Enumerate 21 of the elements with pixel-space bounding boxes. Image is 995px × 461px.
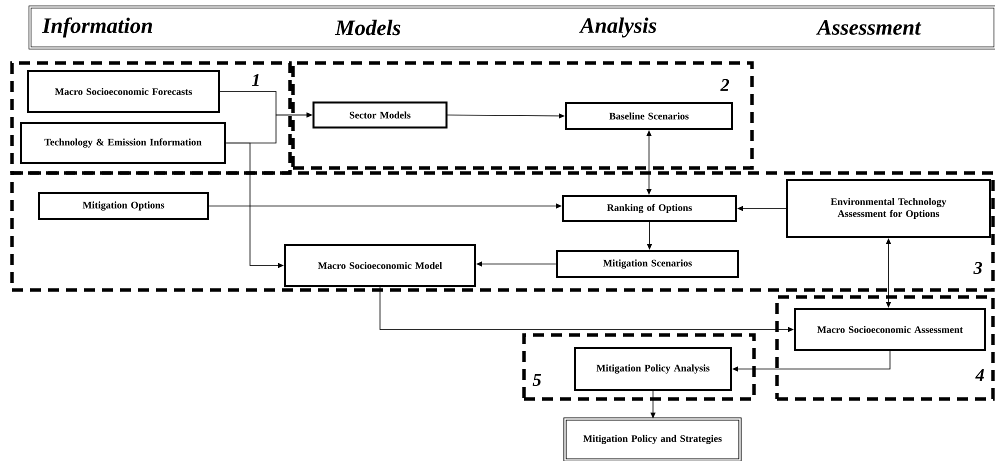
column-heading: Analysis bbox=[579, 18, 656, 38]
process-box: Macro Socioeconomic Forecasts bbox=[27, 70, 220, 113]
process-box: Macro Socioeconomic Model bbox=[284, 244, 476, 287]
column-heading: Models bbox=[334, 20, 400, 36]
process-box: Sector Models bbox=[312, 102, 448, 128]
process-box: Mitigation Policy and Strategies bbox=[563, 417, 742, 461]
column-heading: Assessment bbox=[816, 20, 922, 35]
process-box: Ranking of Options bbox=[562, 195, 737, 222]
group-number: 4 bbox=[975, 369, 984, 381]
group-number: 2 bbox=[720, 79, 730, 91]
process-box: Macro Socioeconomic Assessment bbox=[794, 308, 986, 351]
process-box: Baseline Scenarios bbox=[565, 102, 733, 130]
group-number: 1 bbox=[252, 74, 259, 86]
process-box: Environmental Technology Assessment for Options bbox=[786, 179, 991, 238]
group-number: 3 bbox=[973, 262, 982, 274]
group-number: 5 bbox=[532, 374, 542, 386]
process-box: Mitigation Policy Analysis bbox=[574, 347, 732, 391]
process-box: Mitigation Scenarios bbox=[556, 250, 739, 278]
process-box: Technology & Emission Information bbox=[20, 122, 226, 164]
process-box: Mitigation Options bbox=[38, 192, 209, 220]
column-heading: Information bbox=[42, 17, 152, 38]
